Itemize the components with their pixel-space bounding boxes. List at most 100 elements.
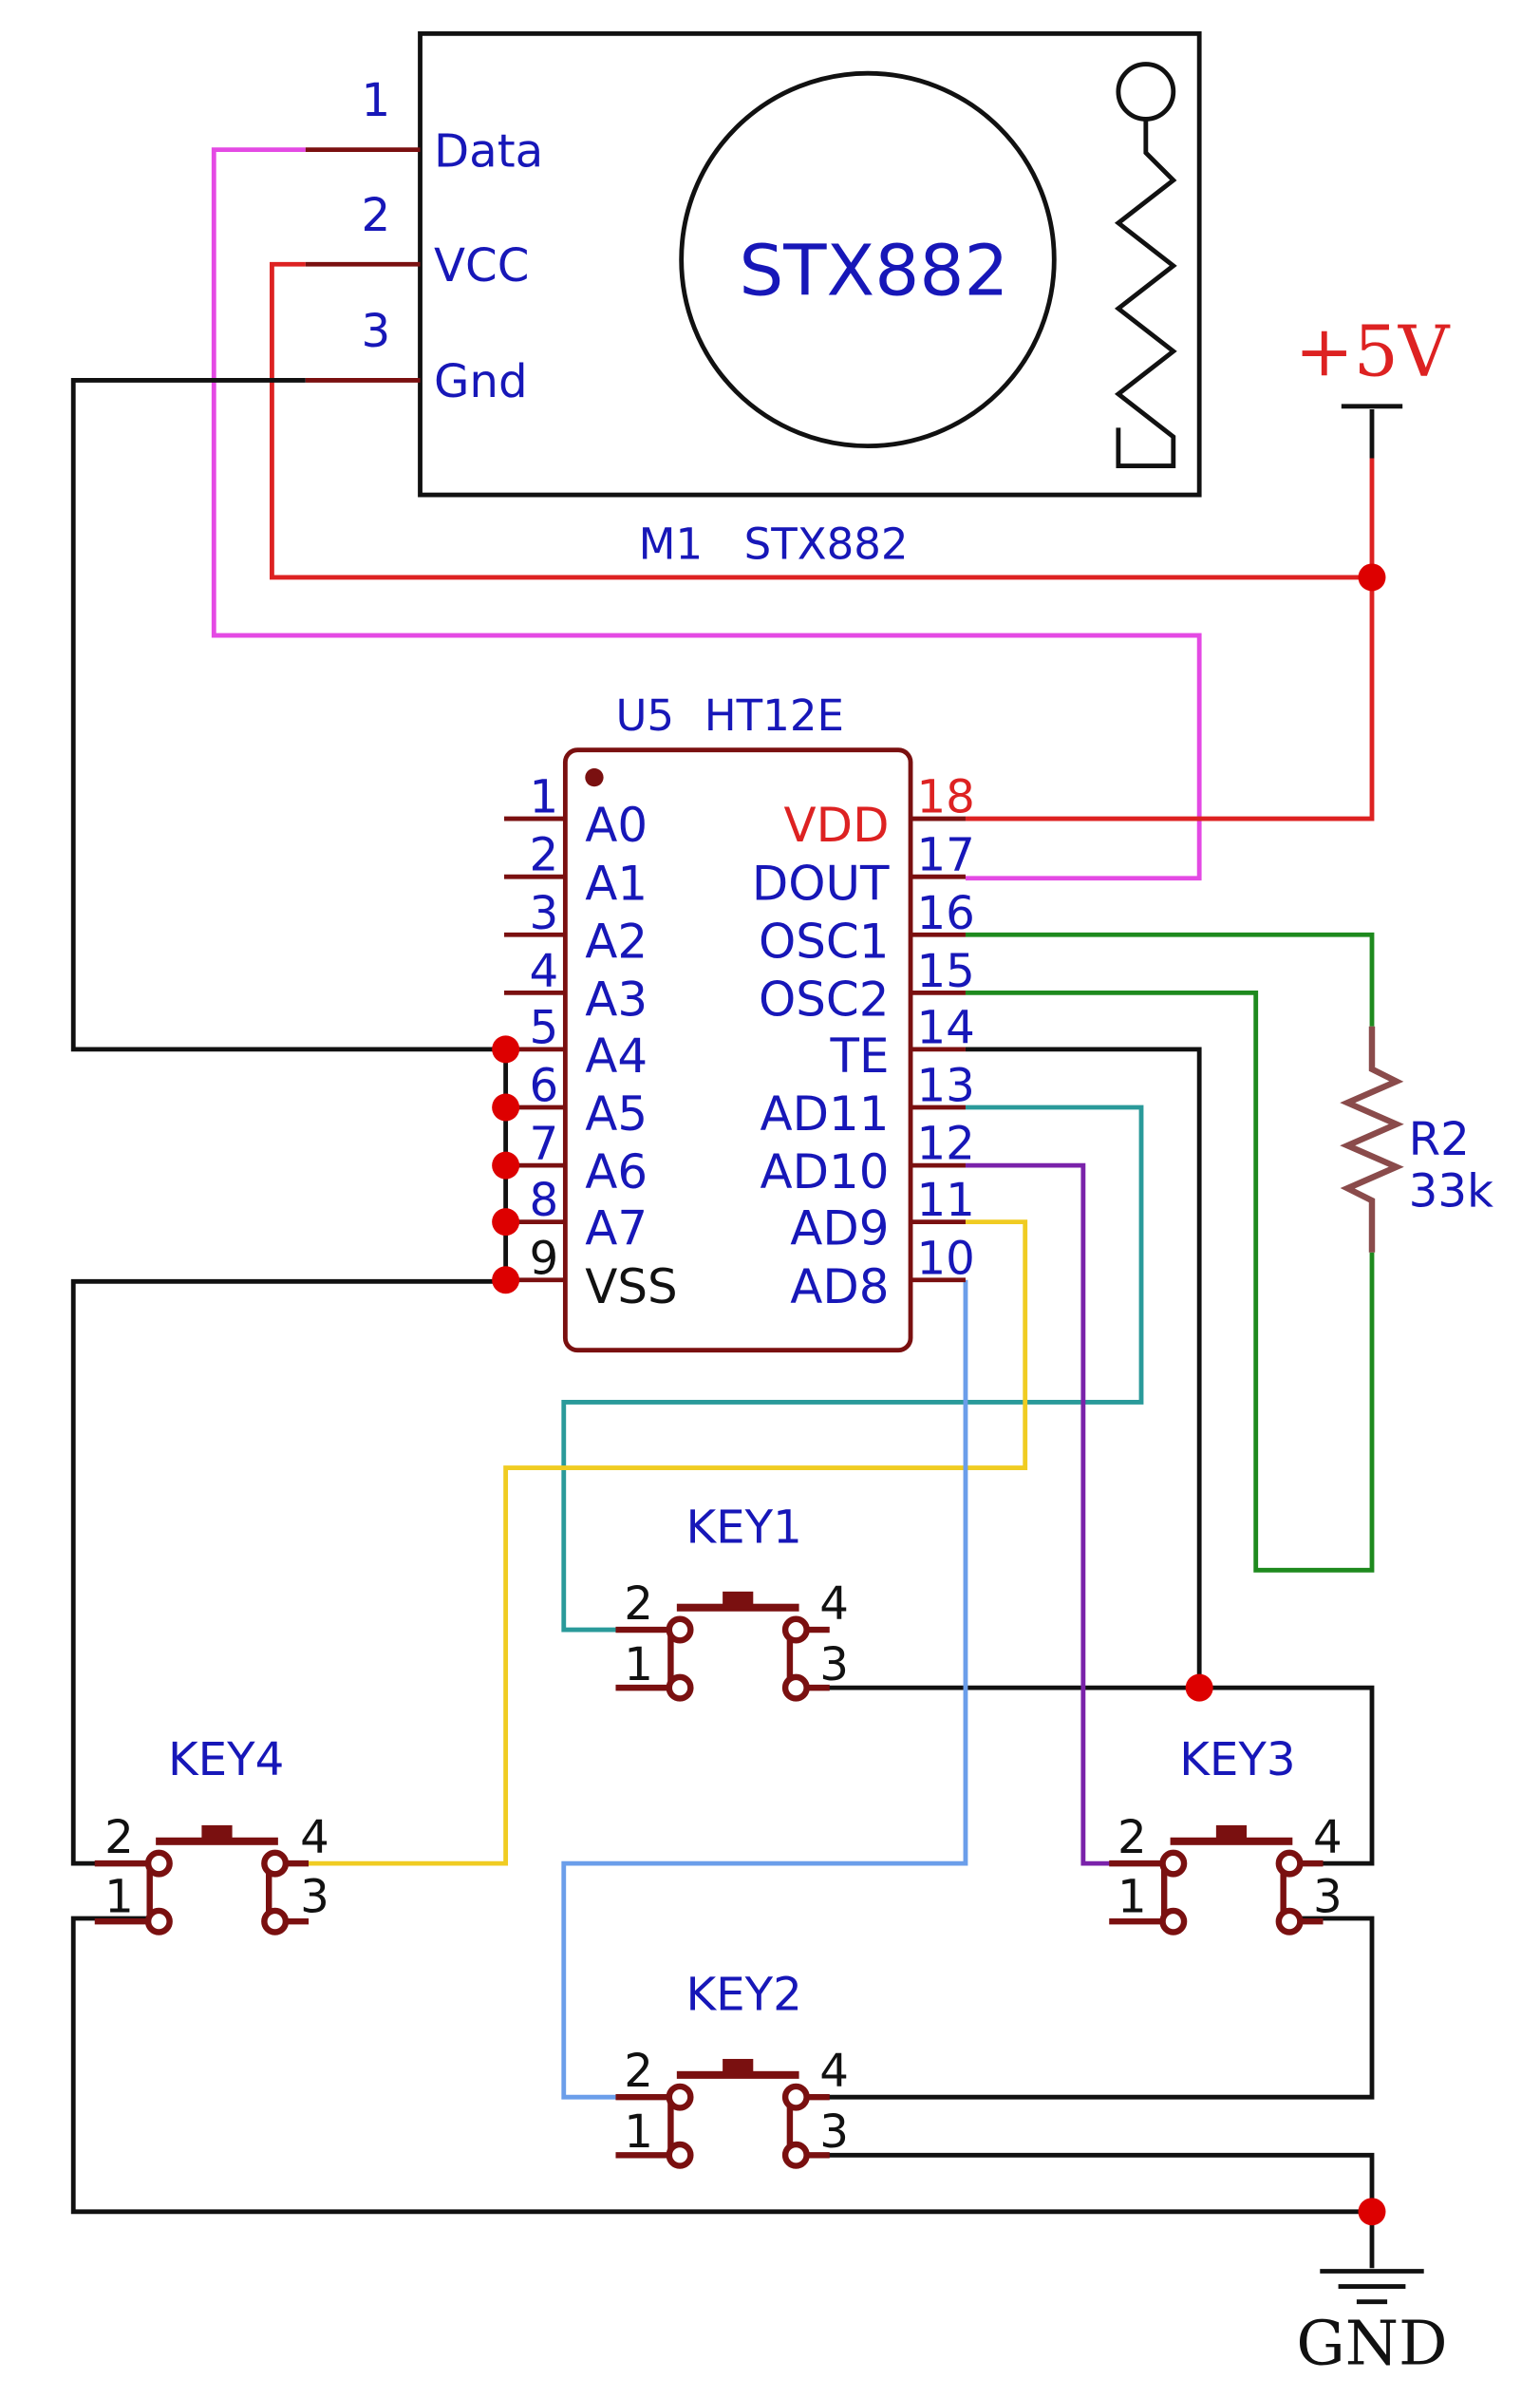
- ic-pin-num: 1: [529, 771, 558, 824]
- wire-ad9-key4: [274, 1219, 1028, 1866]
- wire-vss-rail: [70, 1278, 505, 1866]
- module-pin-name: Gnd: [434, 355, 528, 408]
- module-stx882: STX882 1 2 3 Data VCC Gnd M1 STX882: [305, 30, 1202, 570]
- key-pin-num: 2: [1117, 1811, 1147, 1864]
- key-pin-num: 2: [104, 1811, 134, 1864]
- key-pin-num: 3: [300, 1871, 329, 1924]
- ic-pin-name: A1: [585, 856, 648, 911]
- ic-pin-name: AD10: [761, 1144, 890, 1199]
- ic-pin-num: 14: [916, 1001, 974, 1054]
- ic-pin-name: A4: [585, 1029, 648, 1084]
- ic-pin-num: 12: [916, 1118, 974, 1171]
- module-pin-stubs: [305, 147, 421, 383]
- wire-5v-vdd: [965, 458, 1375, 821]
- module-pin-num: 1: [361, 74, 390, 127]
- ic-pin-num: 9: [529, 1232, 558, 1285]
- ic-pin-num: 2: [529, 829, 558, 882]
- antenna-icon: [1114, 62, 1177, 468]
- key4-switch: KEY4 2 1 4 3: [95, 1733, 329, 1933]
- module-body-label: STX882: [739, 230, 1008, 312]
- junction-dot: [492, 1035, 520, 1064]
- key-pin-num: 4: [300, 1811, 329, 1864]
- ic-right-pin-names: VDD DOUT OSC1 OSC2 TE AD11 AD10 AD9 AD8: [752, 798, 890, 1314]
- module-pin-num: 2: [361, 189, 390, 242]
- ic-ht12e: U5 HT12E 1: [504, 690, 975, 1353]
- ic-pin-name: A5: [585, 1086, 648, 1142]
- wire-key3-key2: [797, 1916, 1375, 2100]
- module-designator: M1: [639, 519, 704, 570]
- ic-right-pin-stubs: [911, 816, 966, 1283]
- ic-pin-name: VDD: [784, 798, 890, 853]
- ic-pin-name: DOUT: [752, 856, 890, 911]
- ic-pin-num: 11: [916, 1174, 974, 1227]
- ic-pin-name: A7: [585, 1201, 648, 1256]
- junction-dot: [1358, 563, 1386, 592]
- junction-dot: [492, 1093, 520, 1122]
- key-pin-num: 4: [819, 2045, 849, 2098]
- key-pin-num: 1: [624, 2105, 653, 2159]
- ic-pin-num: 15: [916, 945, 974, 998]
- key-pin-num: 3: [819, 1638, 849, 1691]
- wire-key2-gnd: [797, 2152, 1375, 2212]
- ground-label: GND: [1296, 2309, 1447, 2380]
- wire-ad8-key2: [561, 1279, 968, 2100]
- ic-pin-name: A3: [585, 972, 648, 1028]
- key-pin-num: 1: [624, 1638, 653, 1691]
- key-pin-num: 4: [819, 1577, 849, 1631]
- resistor-value: 33k: [1409, 1165, 1493, 1218]
- ic-designator: U5: [615, 690, 674, 741]
- junction-dot: [1358, 2198, 1386, 2226]
- resistor-designator: R2: [1409, 1113, 1470, 1166]
- module-pin-name: Data: [434, 124, 543, 178]
- module-pin-num: 3: [361, 305, 390, 358]
- ic-pin-num: 17: [916, 829, 974, 882]
- junction-dots: [492, 563, 1386, 2226]
- wire-ad11-key1: [561, 1105, 1144, 1633]
- ic-pin-name: VSS: [585, 1259, 677, 1314]
- ground-symbol: GND: [1296, 2269, 1448, 2380]
- key2-switch: KEY2 2 1 4 3: [615, 1969, 849, 2166]
- key-pin-num: 3: [819, 2105, 849, 2159]
- key-pin-num: 1: [104, 1871, 134, 1924]
- ic-pin-name: TE: [830, 1029, 890, 1084]
- ic-pin-name: AD8: [790, 1259, 889, 1314]
- wire-gnd-a4: [70, 378, 505, 1052]
- wire-vcc-5v: [270, 261, 1372, 580]
- ic-left-pin-names: A0 A1 A2 A3 A4 A5 A6 A7 VSS: [585, 798, 677, 1314]
- ic-pin-num: 4: [529, 945, 558, 998]
- module-value: STX882: [744, 519, 909, 570]
- ic-pin-num: 3: [529, 887, 558, 940]
- ic-pin-name: OSC1: [759, 914, 889, 969]
- junction-dot: [492, 1151, 520, 1180]
- key-pin-num: 2: [624, 1577, 653, 1631]
- ic-pin-name: A6: [585, 1144, 648, 1199]
- key-pin-num: 1: [1117, 1871, 1147, 1924]
- ic-pin-name: AD9: [790, 1201, 889, 1256]
- ic-pin-num: 16: [916, 887, 974, 940]
- module-body: [418, 30, 1202, 498]
- key-label: KEY4: [168, 1733, 284, 1786]
- wire-osc1: [965, 932, 1375, 1027]
- ic-pin-name: A0: [585, 798, 648, 853]
- ic-pin-num: 8: [529, 1174, 558, 1227]
- power-label: +5V: [1295, 312, 1451, 393]
- resistor-icon: [1340, 1026, 1404, 1253]
- ic-pin-name: AD11: [761, 1086, 890, 1142]
- ic-pin-num: 10: [916, 1232, 974, 1285]
- key-label: KEY2: [685, 1969, 801, 2022]
- ic-pin-name: OSC2: [759, 972, 889, 1028]
- wires: [70, 147, 1375, 2269]
- resistor-r2: R2 33k: [1340, 1026, 1493, 1253]
- key-label: KEY3: [1179, 1733, 1295, 1786]
- key-pin-num: 2: [624, 2045, 653, 2098]
- ic-pin-name: A2: [585, 914, 648, 969]
- ic-pin-num: 5: [529, 1001, 558, 1054]
- ic-pin-num: 7: [529, 1118, 558, 1171]
- key3-switch: KEY3 2 1 4 3: [1109, 1733, 1343, 1933]
- module-pin-name: VCC: [434, 239, 529, 293]
- ic-pin-num: 6: [529, 1060, 558, 1113]
- ic-pin1-marker: [585, 767, 604, 787]
- key-pin-num: 3: [1313, 1871, 1343, 1924]
- junction-dot: [1185, 1673, 1213, 1702]
